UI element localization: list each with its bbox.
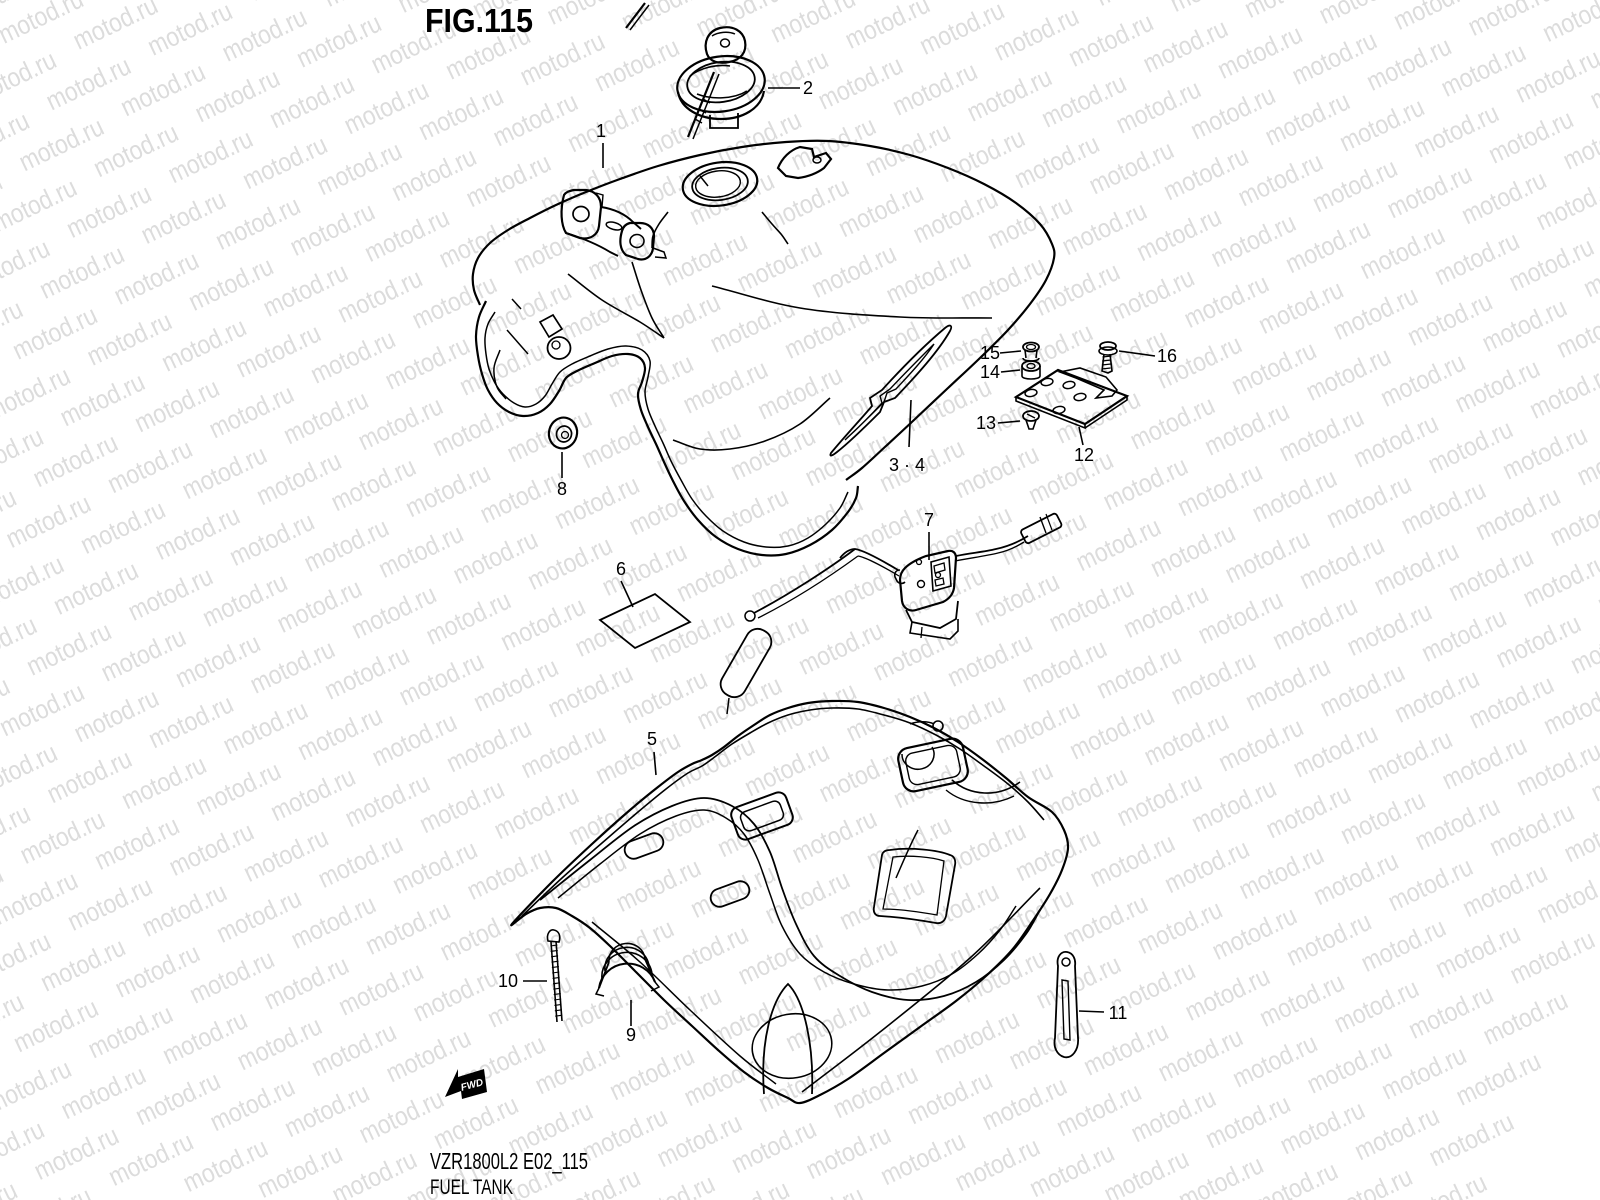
svg-text:5: 5	[647, 729, 657, 749]
svg-text:11: 11	[1109, 1003, 1128, 1023]
svg-text:16: 16	[1157, 346, 1177, 366]
svg-text:VZR1800L2 E02_115: VZR1800L2 E02_115	[430, 1148, 588, 1174]
svg-text:8: 8	[557, 479, 567, 499]
svg-text:13: 13	[976, 413, 996, 433]
svg-text:15: 15	[980, 343, 1000, 363]
svg-text:10: 10	[498, 971, 518, 991]
svg-text:3 · 4: 3 · 4	[889, 455, 925, 475]
svg-text:12: 12	[1074, 445, 1094, 465]
svg-text:motod.ru: motod.ru	[0, 1175, 22, 1200]
svg-text:6: 6	[616, 559, 626, 579]
svg-text:2: 2	[803, 78, 813, 98]
svg-text:7: 7	[924, 510, 934, 530]
svg-text:FIG.115: FIG.115	[425, 2, 533, 39]
svg-text:FUEL TANK: FUEL TANK	[430, 1176, 513, 1199]
svg-text:14: 14	[980, 362, 1000, 382]
svg-text:9: 9	[626, 1025, 636, 1045]
svg-text:1: 1	[596, 121, 606, 141]
